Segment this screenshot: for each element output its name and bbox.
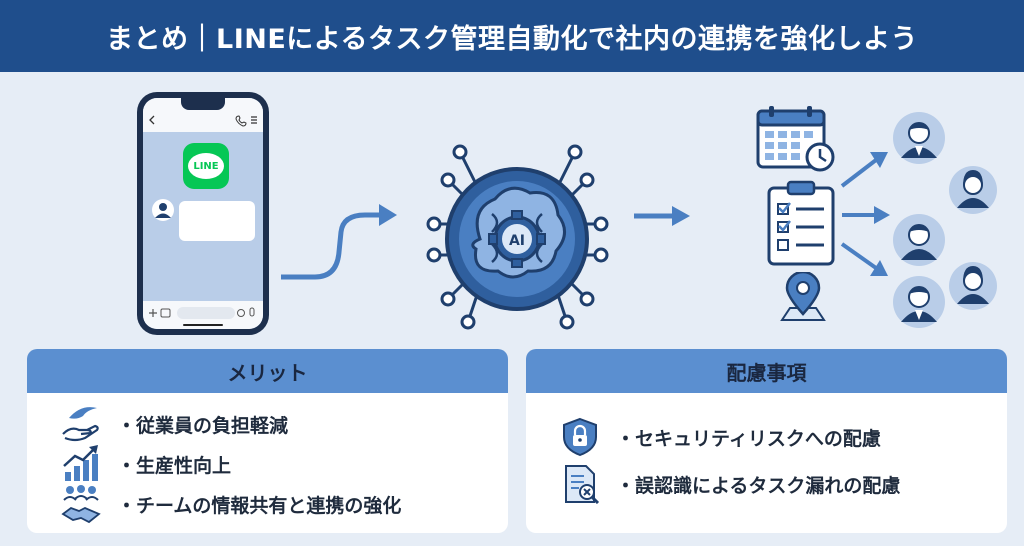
line-logo-text: LINE — [188, 153, 224, 179]
checklist-clipboard-icon — [767, 180, 835, 266]
merits-heading: メリット — [27, 349, 508, 393]
smartphone-illustration: LINE — [137, 92, 269, 335]
curved-arrow-icon — [281, 204, 397, 280]
page-title: まとめ｜LINEによるタスク管理自動化で社内の連携を強化しよう — [106, 23, 918, 55]
person-icon — [949, 262, 997, 310]
person-icon — [893, 112, 945, 164]
consideration-label: ・誤認識によるタスク漏れの配慮 — [616, 474, 901, 497]
merit-item-workload: ・従業員の負担軽減 — [61, 404, 288, 444]
distribution-arrows-icon — [840, 152, 890, 276]
team-handshake-icon — [61, 485, 101, 524]
calendar-clock-icon — [756, 106, 835, 172]
merit-label: ・チームの情報共有と連携の強化 — [117, 494, 402, 517]
ai-network-hub-icon: AI — [426, 144, 609, 330]
shield-lock-icon — [563, 417, 597, 457]
considerations-panel: 配慮事項 ・セキュリティリスクへの配慮 ・誤認識によるタスク漏れの配慮 — [526, 349, 1007, 533]
right-arrow-icon — [634, 206, 690, 226]
person-icon — [949, 166, 997, 214]
illustration-area: LINE — [0, 72, 1024, 546]
phone-top-bar — [143, 98, 263, 132]
ai-label: AI — [509, 233, 525, 249]
phone-screen: LINE — [143, 98, 263, 329]
document-error-icon — [565, 465, 600, 504]
merit-label: ・従業員の負担軽減 — [117, 414, 289, 437]
team-members-icons — [893, 112, 997, 328]
consideration-label: ・セキュリティリスクへの配慮 — [616, 427, 881, 450]
phone-nav-icons — [149, 115, 257, 127]
header-banner: まとめ｜LINEによるタスク管理自動化で社内の連携を強化しよう — [0, 0, 1024, 72]
phone-notch — [181, 98, 225, 110]
hand-feather-icon — [62, 407, 99, 442]
phone-input-bar — [143, 301, 263, 329]
merit-item-productivity: ・生産性向上 — [61, 444, 231, 484]
merit-item-teamwork: ・チームの情報共有と連携の強化 — [61, 484, 401, 524]
merit-label: ・生産性向上 — [117, 454, 232, 477]
growth-chart-icon — [63, 445, 98, 481]
consideration-item-misrecognition: ・誤認識によるタスク漏れの配慮 — [560, 464, 900, 504]
phone-input-icons — [149, 307, 255, 326]
user-avatar-icon — [152, 199, 174, 221]
consideration-item-security: ・セキュリティリスクへの配慮 — [560, 417, 881, 457]
considerations-heading: 配慮事項 — [526, 349, 1007, 393]
location-pin-icon — [780, 272, 826, 321]
line-logo-icon: LINE — [183, 143, 229, 189]
merits-panel: メリット ・従業員の負担軽減 ・生産性向上 — [27, 349, 508, 533]
person-icon — [893, 276, 945, 328]
chat-message-bubble — [179, 201, 255, 241]
person-icon — [893, 214, 945, 266]
